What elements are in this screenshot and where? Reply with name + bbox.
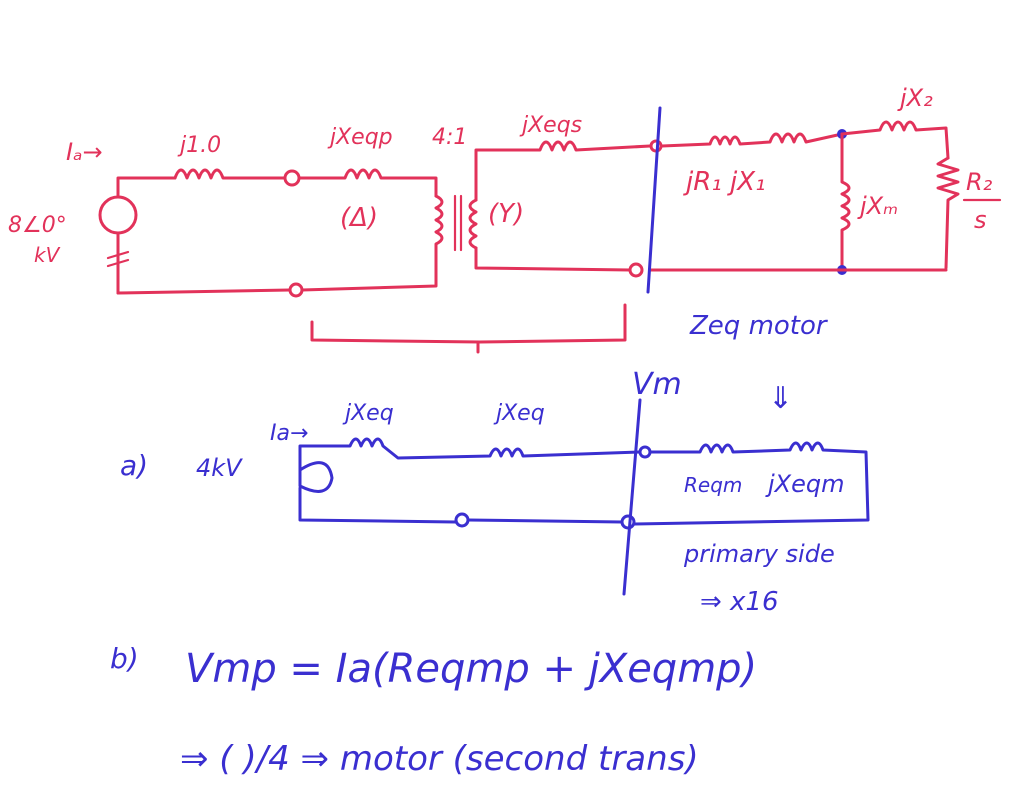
part-b-followup: ⇒ ( )/4 ⇒ motor (second trans) <box>180 739 699 779</box>
current-label: Iₐ→ <box>66 138 103 166</box>
rotor-resistance-numerator: R₂ <box>966 168 993 196</box>
voltage-source-icon <box>98 195 138 235</box>
zeq-motor-box <box>632 441 870 526</box>
part-a-bottom-wire-2 <box>466 518 624 524</box>
rotor-resistance-icon <box>936 156 960 270</box>
part-a-bottom-wire-1 <box>298 486 457 524</box>
part-a-label: a) <box>120 449 148 482</box>
part-a-top-wire <box>298 437 642 472</box>
xfmr-primary-coil-icon <box>434 194 444 272</box>
motor-series-impedance-icon <box>660 132 844 148</box>
bracket <box>310 303 627 344</box>
wye-label: (Y) <box>488 199 524 229</box>
xfmr-primary-reactance-label: jXeqp <box>327 125 393 150</box>
node-terminal <box>628 262 644 278</box>
xfmr-primary-inductor-icon <box>297 168 438 198</box>
part-a-source-label: 4kV <box>196 454 243 482</box>
reqm-label: Reqm <box>684 473 742 497</box>
part-a-reactance-2: jXeq <box>493 401 545 426</box>
turns-ratio-label: 4:1 <box>432 125 467 150</box>
node-terminal <box>288 282 304 298</box>
line-inductor-icon <box>173 168 287 180</box>
node-terminal <box>283 169 301 187</box>
down-arrow-icon: ⇓ <box>768 381 793 416</box>
node-terminal <box>454 512 470 528</box>
rotor-reactance-icon <box>840 120 950 160</box>
xfmr-secondary-coil-icon <box>468 198 478 250</box>
delta-label: (Δ) <box>340 203 378 233</box>
magnetizing-label: jXₘ <box>857 192 898 220</box>
top-circuit: Iₐ→ 8∠0° kV j1.0 jXeqp 4:1 (Δ) (Y) jXeqs… <box>8 84 1002 354</box>
source-voltage-label: 8∠0° <box>8 213 67 238</box>
source-top-wire <box>116 176 177 199</box>
xfmr-secondary-inductor-icon <box>474 140 652 202</box>
primary-side-label: primary side <box>683 540 835 568</box>
magnetizing-inductor-icon <box>840 132 851 272</box>
vm-label: Vm <box>632 367 682 402</box>
part-a-reactance-1: jXeq <box>342 401 394 426</box>
voltage-source-icon <box>298 461 334 493</box>
part-b-equation: Vmp = Ia(Reqmp + jXeqmp) <box>185 646 757 692</box>
xfmr-secondary-reactance-label: jXeqs <box>519 113 582 138</box>
source-unit-label: kV <box>34 243 61 267</box>
interface-line <box>646 106 662 294</box>
xeqm-label: jXeqm <box>765 470 845 498</box>
zeq-motor-label: Zeq motor <box>689 311 829 341</box>
rotor-reactance-label: jX₂ <box>897 84 933 112</box>
part-a-circuit: a) 4kV Ia→ jXeq jXeq Vm ⇓ Reqm jXeqm pri… <box>120 367 870 617</box>
primary-bottom-wire-2 <box>300 268 438 292</box>
secondary-bottom-wire <box>474 246 632 272</box>
part-b: b) Vmp = Ia(Reqmp + jXeqmp) ⇒ ( )/4 ⇒ mo… <box>110 642 757 779</box>
part-a-interface-line <box>622 398 642 596</box>
part-a-current-label: Ia→ <box>270 421 308 446</box>
part-b-label: b) <box>110 642 139 675</box>
node-terminal <box>620 514 636 530</box>
xfmr-core-icon <box>453 194 463 252</box>
times-16-label: ⇒ x16 <box>700 587 779 617</box>
rotor-resistance-denominator: s <box>974 206 987 234</box>
motor-series-label: jR₁ jX₁ <box>683 167 765 197</box>
ground-mark-icon <box>106 250 130 268</box>
line-reactance-label: j1.0 <box>177 133 221 158</box>
primary-bottom-wire-1 <box>116 288 292 295</box>
